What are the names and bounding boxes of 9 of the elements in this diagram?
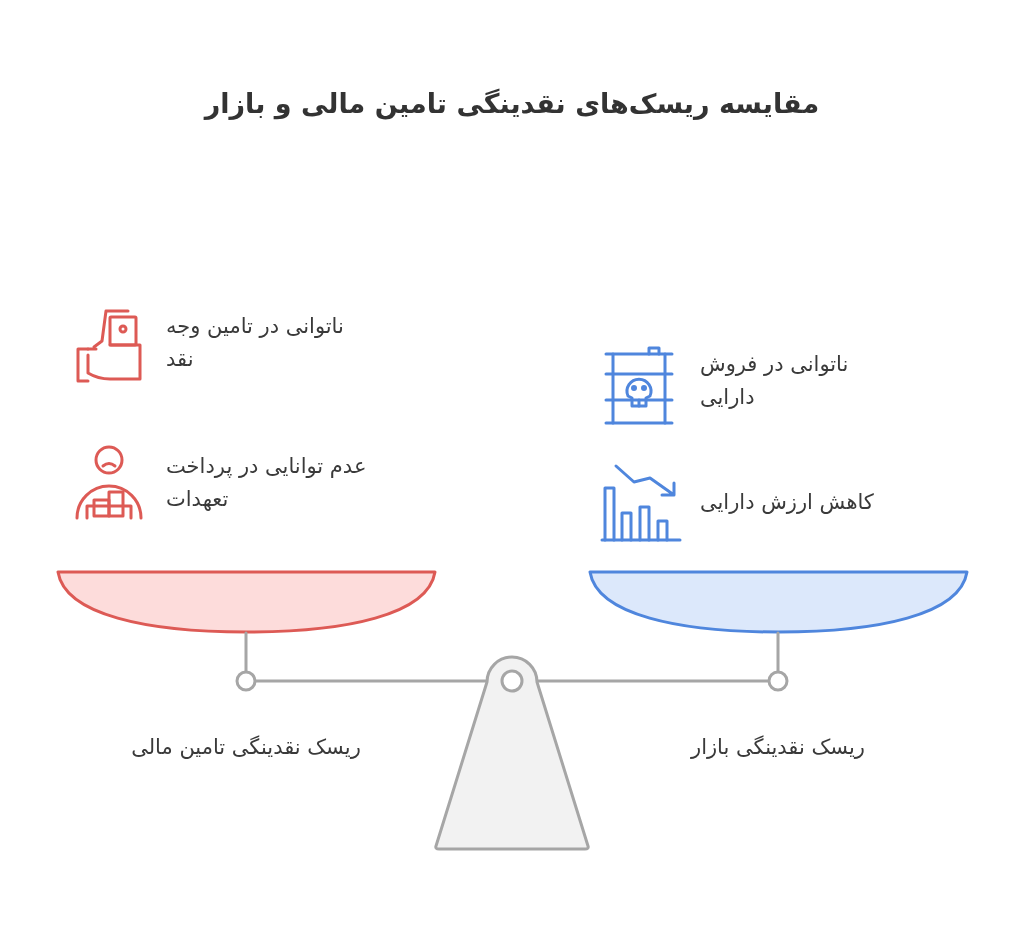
item-text: عدم توانایی در پرداخت تعهدات: [166, 453, 368, 513]
group-label: ریسک نقدینگی تامین مالی: [131, 735, 361, 759]
title: مقایسه ریسک‌های نقدینگی تامین مالی و بازار: [204, 88, 820, 119]
item-text: کاهش ارزش دارایی: [700, 489, 874, 516]
group-label: ریسک نقدینگی بازار: [691, 735, 865, 759]
item-text: ناتوانی در تامین وجه نقد: [166, 313, 345, 373]
item-text: ناتوانی در فروش دارایی: [700, 351, 850, 411]
scale-pan: [588, 570, 969, 634]
scale-pan: [56, 570, 437, 634]
